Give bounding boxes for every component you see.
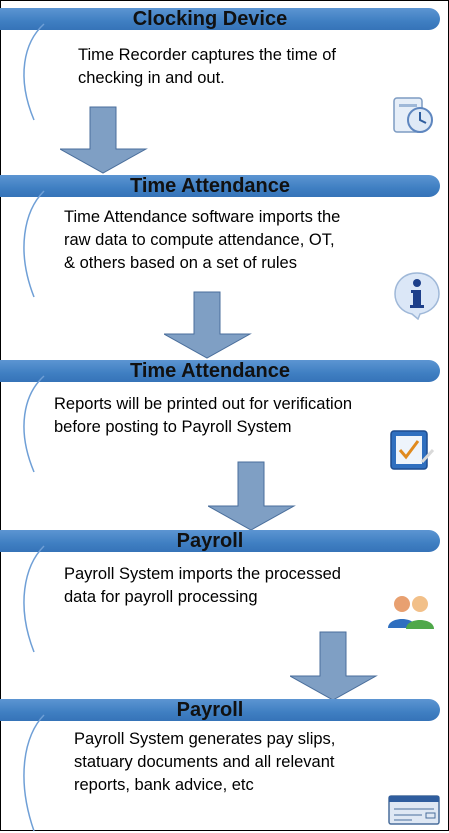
description-line: & others based on a set of rules (64, 254, 297, 272)
decorative-curve (23, 545, 45, 653)
checklist-icon (390, 430, 435, 470)
description-line: Payroll System generates pay slips, (74, 730, 336, 748)
step-header: Payroll (0, 530, 440, 552)
decorative-curve (23, 23, 45, 121)
step-header: Time Attendance (0, 360, 440, 382)
step-description: Time Attendance software imports the raw… (64, 206, 340, 275)
step-description: Reports will be printed out for verifica… (54, 393, 352, 439)
step-title: Payroll (176, 699, 244, 721)
decorative-curve (23, 190, 45, 298)
people-icon (388, 596, 434, 629)
decorative-curve (23, 714, 45, 832)
flow-arrow (60, 106, 148, 174)
step-description: Payroll System generates pay slips, stat… (74, 728, 335, 797)
description-line: checking in and out. (78, 69, 225, 87)
step-description: Payroll System imports the processed dat… (64, 563, 341, 609)
flow-arrow (290, 631, 378, 701)
description-line: Time Recorder captures the time of (78, 46, 336, 64)
step-title: Payroll (176, 530, 244, 552)
step-header: Time Attendance (0, 175, 440, 197)
description-line: Reports will be printed out for verifica… (54, 395, 353, 413)
step-header: Clocking Device (0, 8, 440, 30)
description-line: Time Attendance software imports the (64, 208, 341, 226)
decorative-curve (23, 375, 45, 473)
step-header: Payroll (0, 699, 440, 721)
description-line: before posting to Payroll System (54, 418, 292, 436)
step-title: Clocking Device (132, 8, 288, 30)
description-line: statuary documents and all relevant (74, 753, 335, 771)
clock-document-icon (393, 97, 433, 133)
step-title: Time Attendance (129, 175, 291, 197)
flow-arrow (164, 291, 252, 359)
step-description: Time Recorder captures the time of check… (78, 44, 336, 90)
cheque-icon (388, 795, 440, 825)
description-line: reports, bank advice, etc (74, 776, 254, 794)
flow-arrow (208, 461, 296, 531)
info-icon (394, 272, 440, 320)
step-title: Time Attendance (129, 360, 291, 382)
description-line: raw data to compute attendance, OT, (64, 231, 335, 249)
description-line: data for payroll processing (64, 588, 258, 606)
description-line: Payroll System imports the processed (64, 565, 341, 583)
